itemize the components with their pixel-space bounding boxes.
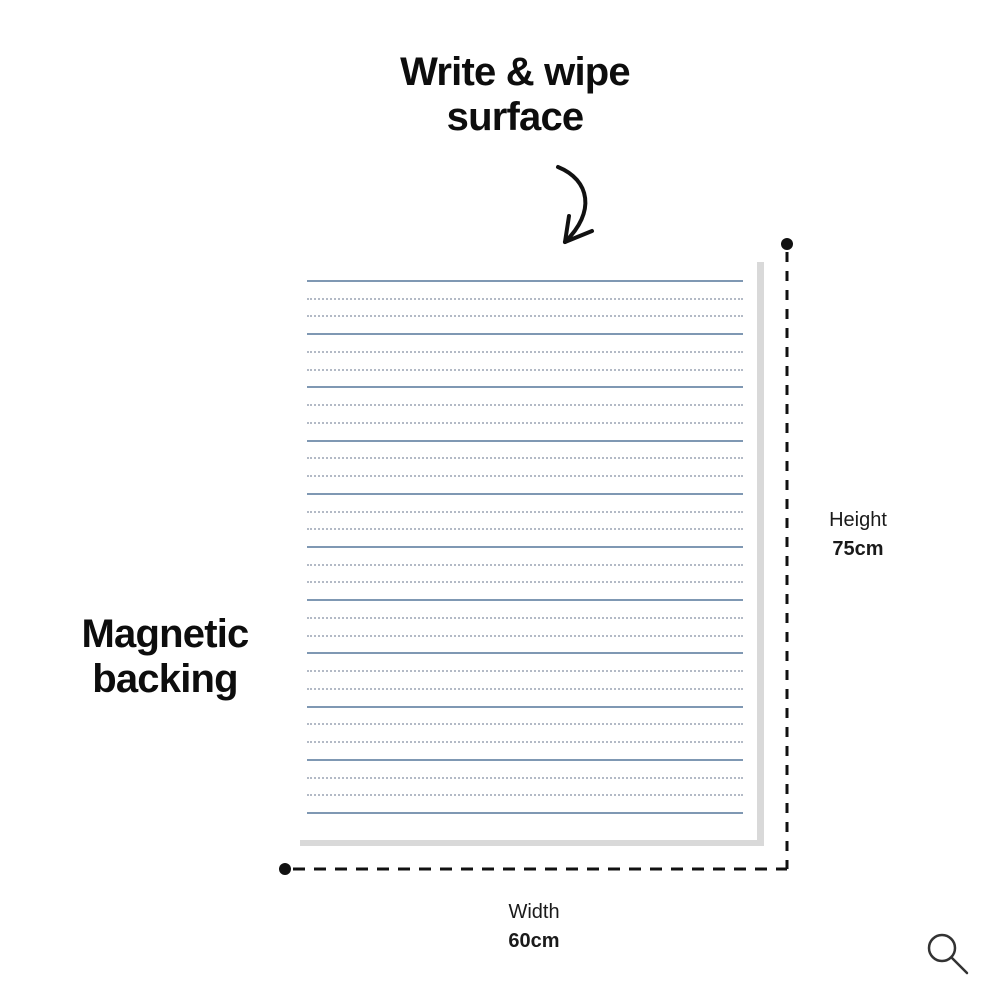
dotted-guide-line [307,776,743,779]
curved-down-arrow-icon [556,165,594,244]
dotted-guide-line [307,315,743,318]
callout-line-1: Write & wipe [400,50,631,94]
solid-guide-line [307,492,743,495]
dotted-guide-line [307,457,743,460]
callout-line-2: backing [92,656,238,701]
dotted-guide-line [307,475,743,478]
solid-guide-line [307,812,743,814]
dotted-guide-line [307,794,743,797]
solid-guide-line [307,280,743,282]
height-dimension-label: Height 75cm [808,506,908,564]
dotted-guide-line [307,297,743,300]
callout-line-1: Magnetic [81,612,250,656]
dotted-guide-line [307,368,743,371]
lined-whiteboard-sheet [293,256,757,840]
dotted-guide-line [307,350,743,353]
solid-guide-line [307,705,743,708]
width-dimension-label: Width 60cm [484,898,584,956]
dimension-endpoint-dot [279,863,291,875]
dotted-guide-line [307,634,743,637]
dotted-guide-line [307,563,743,566]
width-value: 60cm [508,930,560,952]
height-dimension-line [781,238,793,869]
dotted-guide-line [307,581,743,584]
width-name: Width [508,901,560,923]
write-wipe-surface-callout: Write & wipe surface [360,50,670,140]
zoom-image-button[interactable] [922,928,972,978]
magnifier-icon [927,933,969,975]
height-name: Height [829,509,887,531]
solid-guide-line [307,333,743,336]
solid-guide-line [307,758,743,761]
dotted-guide-line [307,670,743,673]
dotted-guide-line [307,616,743,619]
width-dimension-line [279,863,787,875]
dotted-guide-line [307,404,743,407]
solid-guide-line [307,546,743,548]
solid-guide-line [307,652,743,655]
callout-line-2: surface [446,94,585,139]
dotted-guide-line [307,510,743,513]
dotted-guide-line [307,528,743,531]
dotted-guide-line [307,687,743,690]
dotted-guide-line [307,723,743,726]
dimension-endpoint-dot [781,238,793,250]
dotted-guide-line [307,421,743,424]
dotted-guide-line [307,741,743,744]
solid-guide-line [307,439,743,442]
magnetic-backing-callout: Magnetic backing [40,612,290,702]
height-value: 75cm [832,538,884,560]
solid-guide-line [307,599,743,602]
solid-guide-line [307,386,743,389]
